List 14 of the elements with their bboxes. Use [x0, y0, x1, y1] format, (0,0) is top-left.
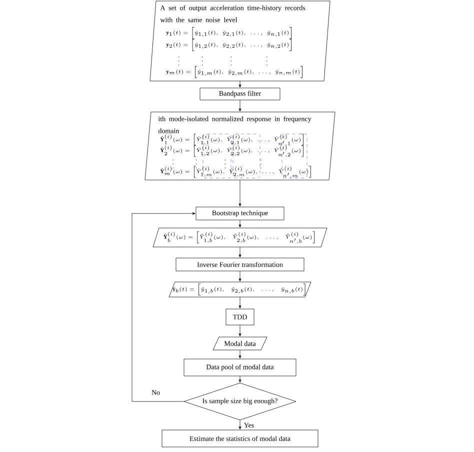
arrow	[238, 220, 242, 228]
arrow	[238, 297, 242, 308]
arrow	[238, 81, 242, 88]
arrow	[238, 325, 242, 336]
arrow	[238, 420, 242, 430]
arrow	[238, 247, 242, 258]
arrow	[238, 100, 242, 112]
arrow	[238, 350, 242, 358]
arrow	[238, 271, 242, 282]
arrow	[238, 180, 242, 206]
data-parallelogram: $\tilde{\mathbf{y}}_b(t)=\left[\tilde{y}_{1,b}(t),\quad \tilde{y}_{2,b}(t),\quad \ldots,\quad \tilde{y}_{n,b}(t)\right]$	[168, 282, 312, 298]
data-parallelogram: $\hat{\mathbf{Y}}_b^{(i)}(\omega)=\left[\tilde{Y}_{1,b}^{(i)}(\omega),\quad \tilde{Y}_{2,b}^{(i)}(\omega),\quad \ldots,\quad \tilde{Y}_{n',b}^{(i)}(\omega)\right]$	[152, 228, 328, 248]
arrow	[238, 376, 242, 382]
arrow	[132, 212, 196, 402]
